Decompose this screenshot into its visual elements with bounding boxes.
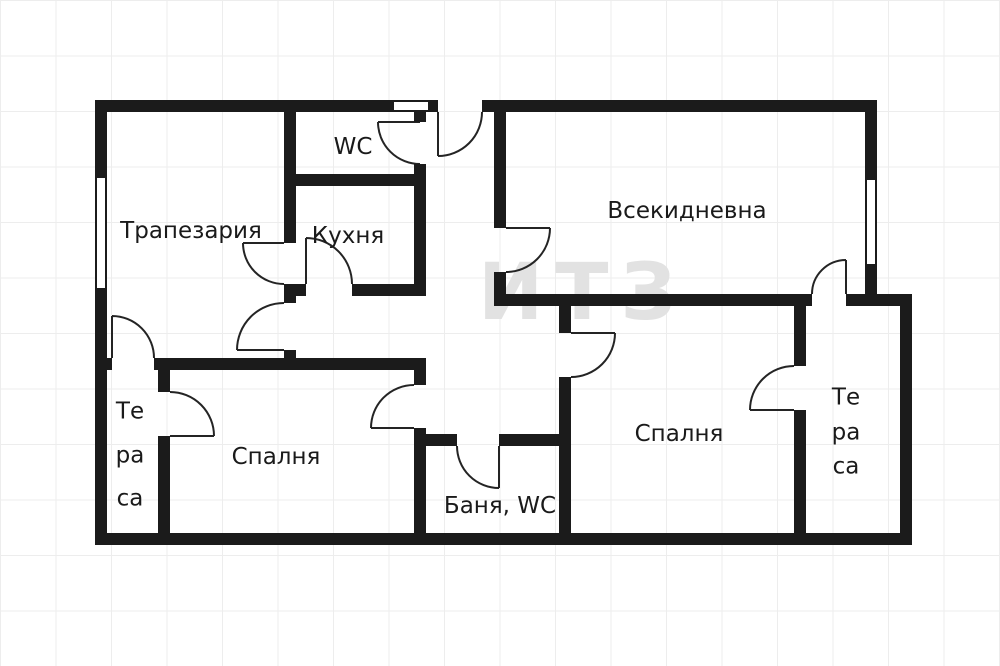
door-arc-bedroom-right-terrace	[749, 365, 795, 411]
wall-segment	[494, 294, 812, 306]
door-arc-living-terrace	[811, 259, 847, 295]
wall-segment	[499, 434, 571, 446]
door-arc-bedroom-right	[570, 332, 616, 378]
wall-segment	[846, 294, 912, 306]
wall-segment	[900, 294, 912, 545]
window	[95, 176, 107, 290]
wall-segment	[559, 306, 571, 333]
wall-segment	[284, 174, 426, 186]
room-label-terrace-right: Те ра са	[831, 384, 861, 480]
wall-segment	[95, 100, 107, 176]
door-arc-terrace-bedroom-left	[169, 391, 215, 437]
wall-segment	[414, 358, 426, 385]
room-label-terrace-left: Те ра са	[115, 398, 145, 512]
wall-segment	[158, 436, 170, 533]
wall-segment	[865, 100, 877, 178]
door-arc-dining-terrace	[111, 315, 155, 359]
room-label-living: Всекидневна	[607, 197, 767, 224]
door-arc-bathroom	[456, 445, 500, 489]
door-arc-living-room	[505, 227, 551, 273]
wall-segment	[95, 358, 112, 370]
wall-segment	[154, 358, 426, 370]
door-arc-dining-kitchen	[242, 242, 285, 285]
door-arc-dining-hall	[236, 302, 285, 351]
door-arc-entrance	[437, 111, 483, 157]
window	[865, 178, 877, 266]
door-arc-wc	[377, 121, 421, 165]
room-label-kitchen: Кухня	[311, 222, 385, 249]
wall-segment	[494, 100, 506, 228]
window	[392, 100, 430, 112]
room-label-wc: WC	[333, 133, 373, 160]
room-label-bedroom-right: Спалня	[634, 420, 724, 447]
wall-segment	[158, 370, 170, 392]
wall-segment	[494, 272, 506, 294]
wall-segment	[794, 410, 806, 533]
wall-segment	[95, 533, 912, 545]
wall-segment	[794, 306, 806, 366]
wall-segment	[430, 100, 438, 112]
door-arc-bedroom-left	[370, 384, 415, 429]
wall-segment	[284, 284, 306, 296]
wall-segment	[95, 290, 107, 545]
wall-segment	[95, 100, 392, 112]
room-label-bathroom: Баня, WC	[443, 492, 557, 519]
wall-segment	[352, 284, 426, 296]
room-label-dining: Трапезария	[120, 217, 262, 244]
wall-segment	[414, 164, 426, 296]
wall-segment	[284, 100, 296, 243]
wall-segment	[414, 434, 457, 446]
wall-segment	[482, 100, 877, 112]
wall-segment	[559, 377, 571, 533]
wall-segment	[414, 428, 426, 533]
room-label-bedroom-left: Спалня	[231, 443, 321, 470]
